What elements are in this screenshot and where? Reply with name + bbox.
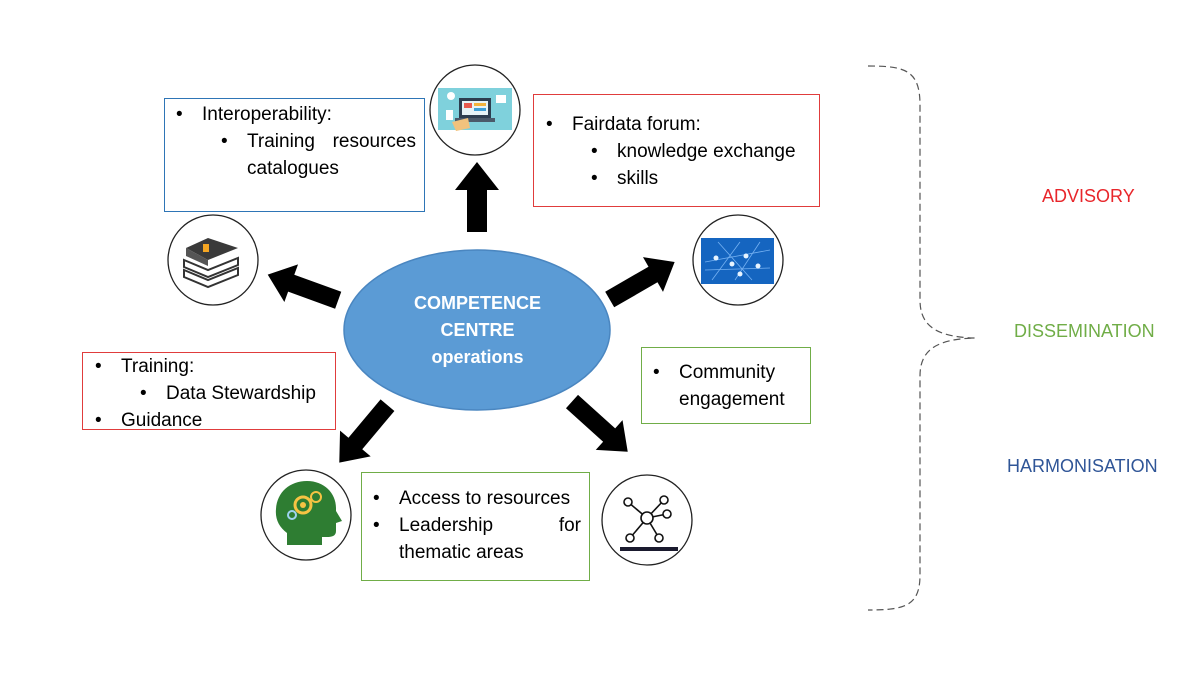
right-brace [867,65,976,611]
data-stewardship-item: Data Stewardship [140,380,329,407]
access-to-resources-item: Access to resources [373,485,581,512]
training-item: Training: Data Stewardship [95,353,329,407]
dissemination-label: DISSEMINATION [1014,321,1155,341]
arrow-down-left [339,399,395,463]
network-nodes-icon [601,474,693,566]
community-engagement-box: Community engagement [641,347,811,424]
harmonisation-label: HARMONISATION [1007,456,1158,476]
arrow-up-right [605,257,675,308]
fairdata-forum-box: Fairdata forum: knowledge exchange skill… [533,94,820,207]
leadership-thematic-areas-item: Leadership for thematic areas [373,512,581,566]
centre-line-2: CENTRE [440,320,515,340]
advisory-label: ADVISORY [1042,186,1135,206]
competence-centre-ellipse [343,249,611,411]
community-engagement-item: Community engagement [653,359,804,413]
fairdata-forum-item: Fairdata forum: knowledge exchange skill… [546,111,811,192]
access-resources-box: Access to resources Leadership for thema… [361,472,590,581]
arrow-up [455,162,499,232]
interoperability-box: Interoperability: Training resources cat… [164,98,425,212]
training-box: Training: Data Stewardship Guidance [82,352,336,434]
guidance-item: Guidance [95,407,329,434]
knowledge-exchange-item: knowledge exchange [591,138,811,165]
centre-line-1: COMPETENCE [413,293,541,313]
centre-line-3: operations [431,347,524,367]
network-people-icon [692,214,784,306]
arrow-down-right [565,394,628,452]
head-gears-icon [260,469,352,561]
skills-item: skills [591,165,811,192]
arrow-up-left [267,264,342,309]
books-icon [167,214,259,306]
training-resources-catalogues-item: Training resources catalogues [221,128,416,182]
interoperability-item: Interoperability: Training resources cat… [176,101,416,182]
competence-centre-label: COMPETENCE CENTRE operations [370,290,585,371]
monitor-icon [429,64,521,156]
